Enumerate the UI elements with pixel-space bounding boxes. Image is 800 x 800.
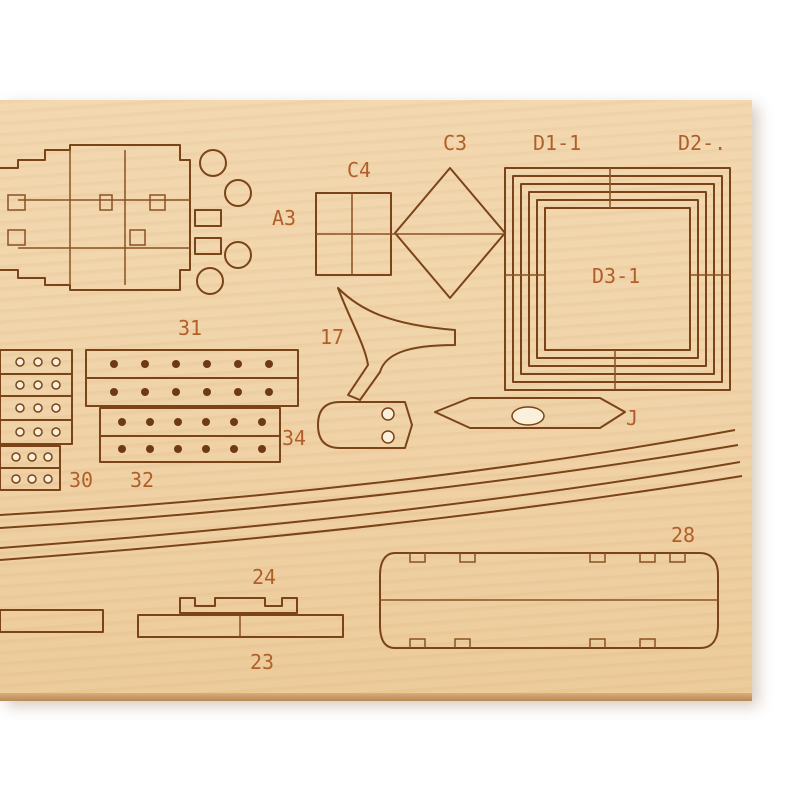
part-round-cap <box>317 401 413 449</box>
strip-holes <box>110 360 273 453</box>
label-j: J <box>626 406 639 430</box>
label-c3: C3 <box>443 131 468 155</box>
label-d3-1: D3-1 <box>592 264 641 288</box>
label-30: 30 <box>69 468 94 492</box>
label-c4: C4 <box>347 158 372 182</box>
part-keel-strips <box>0 429 743 561</box>
label-a3: A3 <box>272 206 297 230</box>
label-28: 28 <box>671 523 696 547</box>
part-c3 <box>391 167 506 299</box>
label-17: 17 <box>320 325 345 349</box>
part-c4 <box>315 192 392 276</box>
label-23: 23 <box>250 650 275 674</box>
strip-holes-30 <box>11 357 61 484</box>
sheet-edge <box>0 693 752 701</box>
label-34: 34 <box>282 426 307 450</box>
part-23-24 <box>137 597 344 638</box>
label-d1-1: D1-1 <box>533 131 582 155</box>
label-32: 32 <box>130 468 155 492</box>
part-hull-frame <box>0 144 191 291</box>
part-17 <box>337 287 456 401</box>
label-31: 31 <box>178 316 203 340</box>
label-24: 24 <box>252 565 277 589</box>
part-left-strip <box>0 609 104 633</box>
part-31 <box>85 349 299 463</box>
part-j <box>434 397 626 429</box>
label-d2: D2-. <box>678 131 727 155</box>
part-30 <box>0 349 73 491</box>
part-nested-frames <box>504 167 731 391</box>
part-rings <box>194 149 252 295</box>
part-28 <box>379 552 719 649</box>
